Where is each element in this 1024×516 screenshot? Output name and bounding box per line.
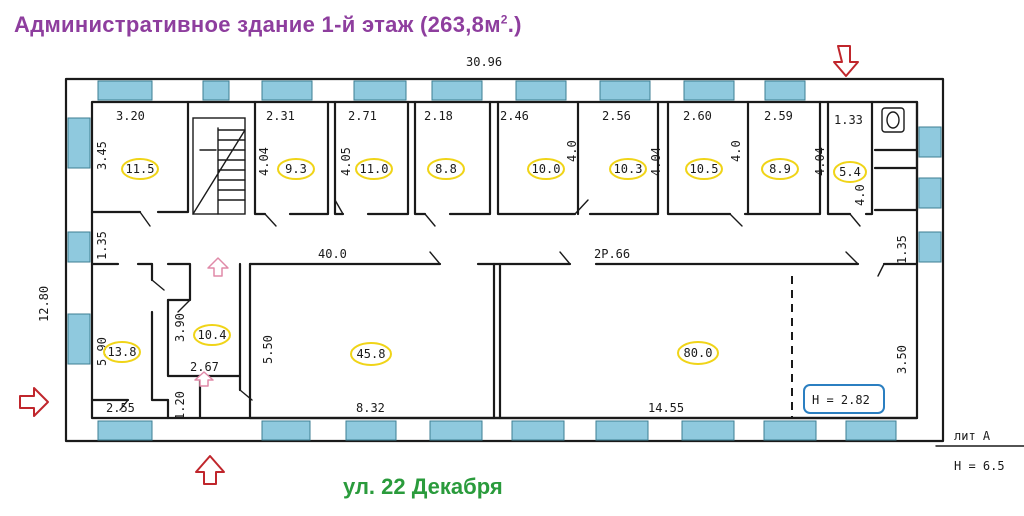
- room-depth-2: 4.04: [257, 147, 271, 176]
- room11-depth: 3.90: [173, 313, 187, 342]
- area-room-3: 11.0: [360, 162, 389, 176]
- area-room-6: 10.3: [614, 162, 643, 176]
- room-depth-1: 3.45: [95, 141, 109, 170]
- dim-overall-width: 12.80: [37, 286, 51, 322]
- room-depth-7: 4.04: [813, 147, 827, 176]
- corridor-left-width: 1.35: [95, 231, 109, 260]
- room-depth-5: 4.04: [649, 147, 663, 176]
- area-room-13: 80.0: [684, 346, 713, 360]
- dim-overall-length: 30.96: [466, 55, 502, 69]
- room13-depth: 3.50: [895, 345, 909, 374]
- room10-width: 2.55: [106, 401, 135, 415]
- stair-arrow-corridor: [207, 257, 229, 277]
- room-width-2: 2.31: [266, 109, 295, 123]
- area-room-9: 5.4: [839, 165, 861, 179]
- height-box: H = 2.82: [803, 384, 885, 414]
- toilet-fixture: [881, 107, 905, 133]
- room12-depth: 5.50: [261, 335, 275, 364]
- svg-text:H = 6.5: H = 6.5: [954, 459, 1005, 473]
- entrance-arrow-bottom: [195, 455, 225, 485]
- room-width-3: 2.71: [348, 109, 377, 123]
- legend-lit: лит А H = 6.5: [935, 429, 1024, 473]
- entrance-arrows: [19, 45, 859, 485]
- room13-width: 14.55: [648, 401, 684, 415]
- room-width-8: 2.59: [764, 109, 793, 123]
- room-depth-6: 4.0: [729, 140, 743, 162]
- street-label: ул. 22 Декабря: [343, 474, 503, 499]
- room-width-9: 1.33: [834, 113, 863, 127]
- plan-title: Административное здание 1-й этаж (263,8м…: [14, 12, 522, 37]
- area-room-8: 8.9: [769, 162, 791, 176]
- corridor-right-width: 1.35: [895, 235, 909, 264]
- room-width-5: 2.46: [500, 109, 529, 123]
- corridor-code: 2P.66: [594, 247, 630, 261]
- area-room-1: 11.5: [126, 162, 155, 176]
- room-depth-4: 4.0: [565, 140, 579, 162]
- area-room-5: 10.0: [532, 162, 561, 176]
- svg-text:лит А: лит А: [954, 429, 991, 443]
- windows-bottom: [97, 420, 897, 441]
- room12-width: 8.32: [356, 401, 385, 415]
- windows-top: [97, 80, 806, 101]
- area-room-12: 45.8: [357, 347, 386, 361]
- entrance-arrow-left: [19, 387, 49, 417]
- area-room-10: 13.8: [108, 345, 137, 359]
- room-depth-8: 4.0: [853, 184, 867, 206]
- entry-width: 1.20: [173, 391, 187, 420]
- room-walls: [90, 100, 919, 420]
- corridor-length: 40.0: [318, 247, 347, 261]
- svg-text:H = 2.82: H = 2.82: [812, 393, 870, 407]
- room-depth-3: 4.05: [339, 147, 353, 176]
- area-room-2: 9.3: [285, 162, 307, 176]
- room10-depth: 5.90: [95, 337, 109, 366]
- room-width-6: 2.56: [602, 109, 631, 123]
- room-width-4: 2.18: [424, 109, 453, 123]
- area-room-11: 10.4: [198, 328, 227, 342]
- stair-arrow-lobby: [194, 371, 214, 387]
- entrance-arrow-top-right: [833, 45, 859, 77]
- room-areas: 11.5 9.3 11.0 8.8 10.0 10.3 10.5 8.9 5.4…: [103, 158, 867, 366]
- room11-width: 2.67: [190, 360, 219, 374]
- room-width-7: 2.60: [683, 109, 712, 123]
- windows-side: [67, 117, 942, 365]
- room-width-1: 3.20: [116, 109, 145, 123]
- area-room-7: 10.5: [690, 162, 719, 176]
- area-room-4: 8.8: [435, 162, 457, 176]
